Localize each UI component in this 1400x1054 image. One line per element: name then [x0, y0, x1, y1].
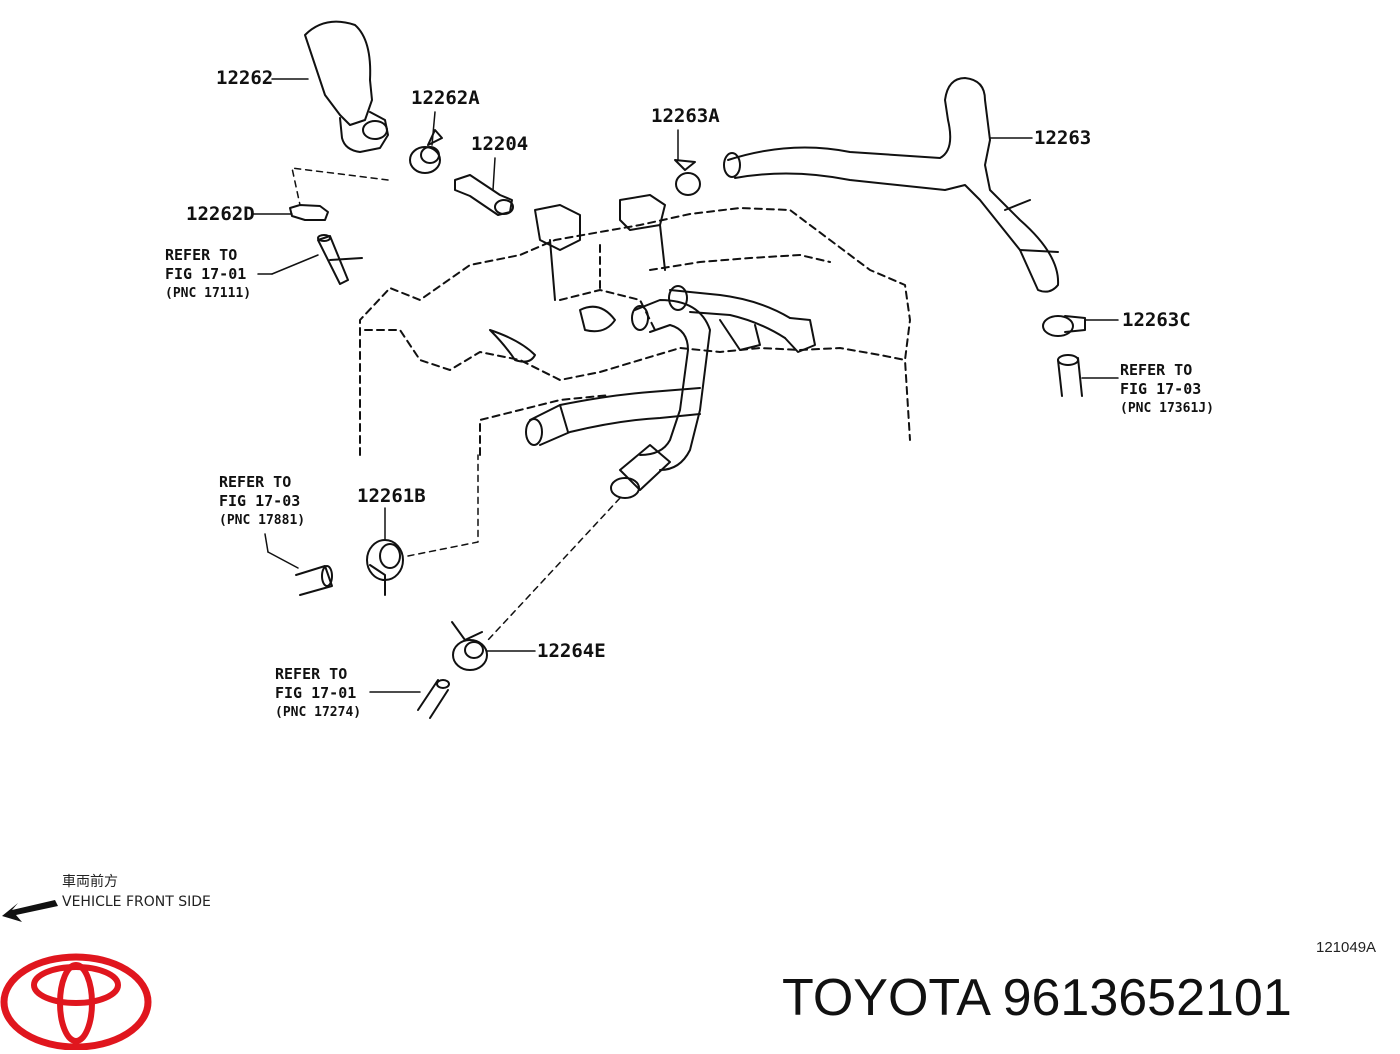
reference-line: REFER TO [219, 473, 292, 491]
engine-block [359, 207, 911, 456]
reference-pnc: (PNC 17881) [219, 513, 306, 528]
clamp-12262D [289, 204, 329, 221]
reference-line: REFER TO [165, 246, 238, 264]
vehicle-front-indicator: 車両前方 VEHICLE FRONT SIDE [62, 872, 211, 912]
reference-line: FIG 17-03 [1120, 380, 1202, 398]
label-12263: 12263 [1034, 127, 1092, 149]
reference-note: REFER TO FIG 17-01 (PNC 17111) [165, 246, 251, 303]
reference-line: REFER TO [275, 665, 348, 683]
figure-code: 121049A [1316, 939, 1377, 956]
toyota-logo [0, 953, 152, 1051]
clamp-12262A [409, 129, 443, 174]
center-hose [525, 285, 816, 499]
ref-hose-17361J [1057, 354, 1083, 397]
reference-line: REFER TO [1120, 361, 1193, 379]
clamp-12263C [1042, 315, 1086, 337]
part-title: TOYOTA 9613652101 [782, 969, 1292, 1027]
label-12263A: 12263A [651, 105, 720, 127]
reference-pnc: (PNC 17111) [165, 286, 252, 301]
hose-12262 [304, 20, 389, 153]
label-12262D: 12262D [186, 203, 255, 225]
reference-line: FIG 17-01 [165, 265, 247, 283]
label-12261B: 12261B [357, 485, 426, 507]
reference-pnc: (PNC 17361J) [1120, 401, 1214, 416]
engine-block-solid [489, 194, 666, 363]
ref-hose-17111 [317, 234, 363, 285]
reference-note: REFER TO FIG 17-03 (PNC 17361J) [1120, 361, 1214, 418]
reference-note: REFER TO FIG 17-03 (PNC 17881) [219, 473, 305, 530]
label-12263C: 12263C [1122, 309, 1191, 331]
label-12204: 12204 [471, 133, 529, 155]
reference-line: FIG 17-01 [275, 684, 357, 702]
dashed-connections [291, 167, 621, 641]
label-12262: 12262 [216, 67, 274, 89]
front-label-english: VEHICLE FRONT SIDE [62, 894, 211, 910]
reference-note: REFER TO FIG 17-01 (PNC 17274) [275, 665, 361, 722]
label-12264E: 12264E [537, 640, 606, 662]
ref-hose-17881 [295, 565, 333, 596]
label-12262A: 12262A [411, 87, 480, 109]
front-arrow-icon [2, 900, 58, 922]
leader-lines [251, 78, 1119, 693]
clamp-12263A [674, 159, 701, 196]
front-label-japanese: 車両前方 [62, 874, 118, 890]
valve-12204 [454, 174, 514, 216]
reference-pnc: (PNC 17274) [275, 705, 362, 720]
hose-12263 [723, 77, 1060, 293]
clamp-12264E [451, 621, 488, 671]
ref-hose-17274 [417, 679, 450, 719]
clamp-12261B [366, 539, 404, 596]
reference-line: FIG 17-03 [219, 492, 301, 510]
